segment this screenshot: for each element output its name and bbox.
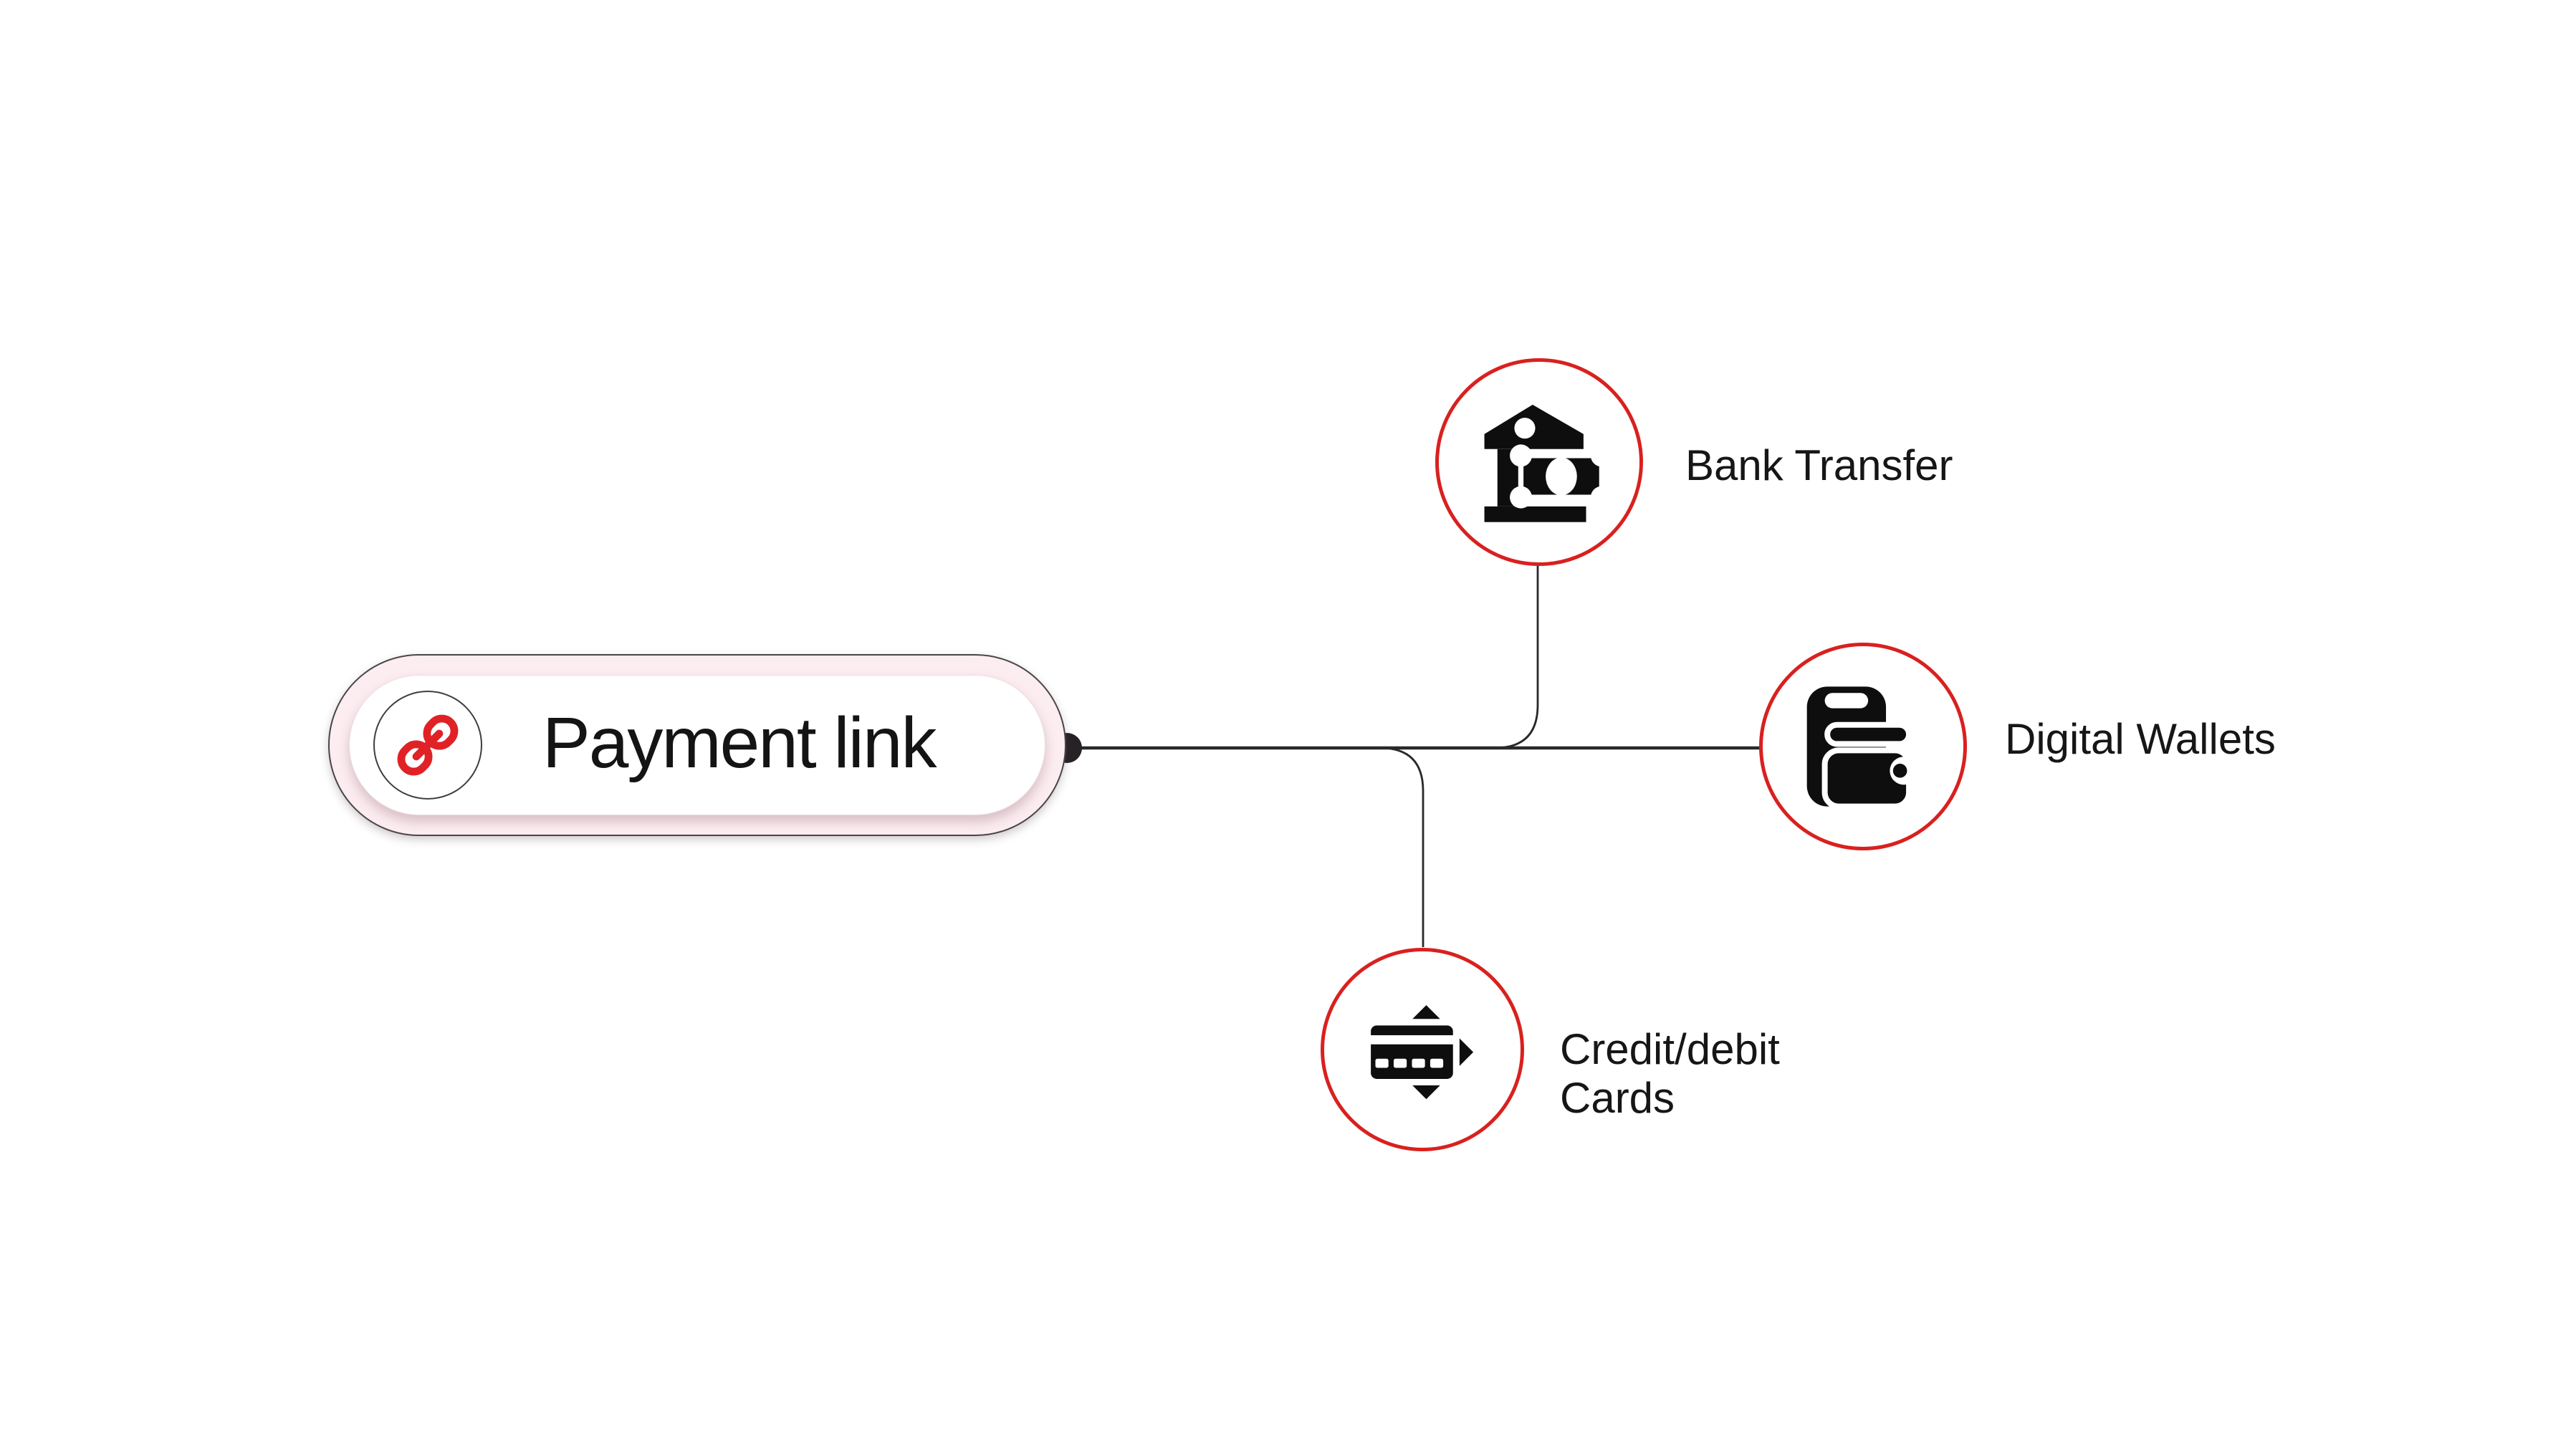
credit-cards-icon [1364,996,1483,1109]
bank-icon [1484,404,1604,522]
link-icon-badge [373,691,482,800]
link-icon [397,714,459,776]
credit-cards-label: Credit/debit Cards [1560,1025,1780,1122]
digital-wallets-node[interactable] [1759,643,1967,850]
edge-root-to-credit-cards [1379,747,1425,947]
bank-transfer-node[interactable] [1435,358,1643,566]
credit-cards-node[interactable] [1321,948,1524,1151]
payment-link-label: Payment link [542,703,937,783]
payment-link-node-inner: Payment link [349,675,1045,815]
payment-link-node[interactable]: Payment link [328,654,1066,836]
digital-wallets-label: Digital Wallets [2005,715,2276,763]
edge-root-to-bank-transfer [1494,566,1539,749]
digital-wallet-icon [1806,686,1918,810]
bank-transfer-label: Bank Transfer [1685,441,1953,489]
